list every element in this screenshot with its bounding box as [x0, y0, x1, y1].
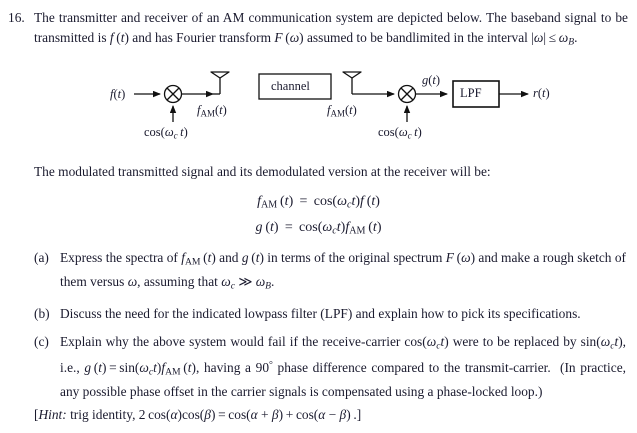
diagram-input-label: f(t)	[110, 87, 126, 101]
diagram-rx-carrier-label: cos(ωc t)	[378, 125, 422, 141]
diagram-tx-output-label: fAM(t)	[197, 103, 227, 119]
part-a-text: Express the spectra of fAM (t) and g (t)…	[60, 250, 626, 292]
problem-part-a: (a) Express the spectra of fAM (t) and g…	[34, 248, 626, 296]
problem-statement: 16. The transmitter and receiver of an A…	[8, 8, 628, 52]
diagram-tx-carrier-label: cos(ωc t)	[144, 125, 188, 141]
diagram-output-label: r(t)	[533, 86, 550, 100]
problem-part-b: (b) Discuss the need for the indicated l…	[34, 304, 626, 324]
diagram-rx-input-label: fAM(t)	[327, 103, 357, 119]
diagram-channel-label: channel	[271, 79, 310, 93]
part-a-tag: (a)	[34, 250, 49, 265]
problem-parts-list: (a) Express the spectra of fAM (t) and g…	[34, 248, 626, 409]
part-c-tag: (c)	[34, 333, 49, 349]
part-b-tag: (b)	[34, 306, 50, 321]
part-b-text: Discuss the need for the indicated lowpa…	[60, 306, 581, 321]
part-c-text: Explain why the above system would fail …	[60, 333, 627, 399]
hint-label: Hint:	[38, 407, 67, 422]
diagram-lpf-label: LPF	[460, 86, 482, 100]
equation-g: g (t) = cos(ωct)fAM (t)	[255, 220, 382, 237]
problem-number: 16.	[8, 10, 25, 25]
diagram-mixer-output-label: g(t)	[422, 73, 441, 87]
hint-line: [Hint: trig identity, 2 cos(α)cos(β) = c…	[34, 407, 362, 422]
problem-part-c: (c) Explain why the above system would f…	[34, 332, 626, 402]
am-system-block-diagram: f(t) cos(ωc t) fAM(t) channel fAM(t) cos…	[0, 62, 637, 158]
problem-statement-text: The transmitter and receiver of an AM co…	[34, 10, 628, 47]
equation-fam: fAM (t) = cos(ωct)f (t)	[257, 194, 380, 211]
lead-sentence: The modulated transmitted signal and its…	[34, 164, 491, 179]
